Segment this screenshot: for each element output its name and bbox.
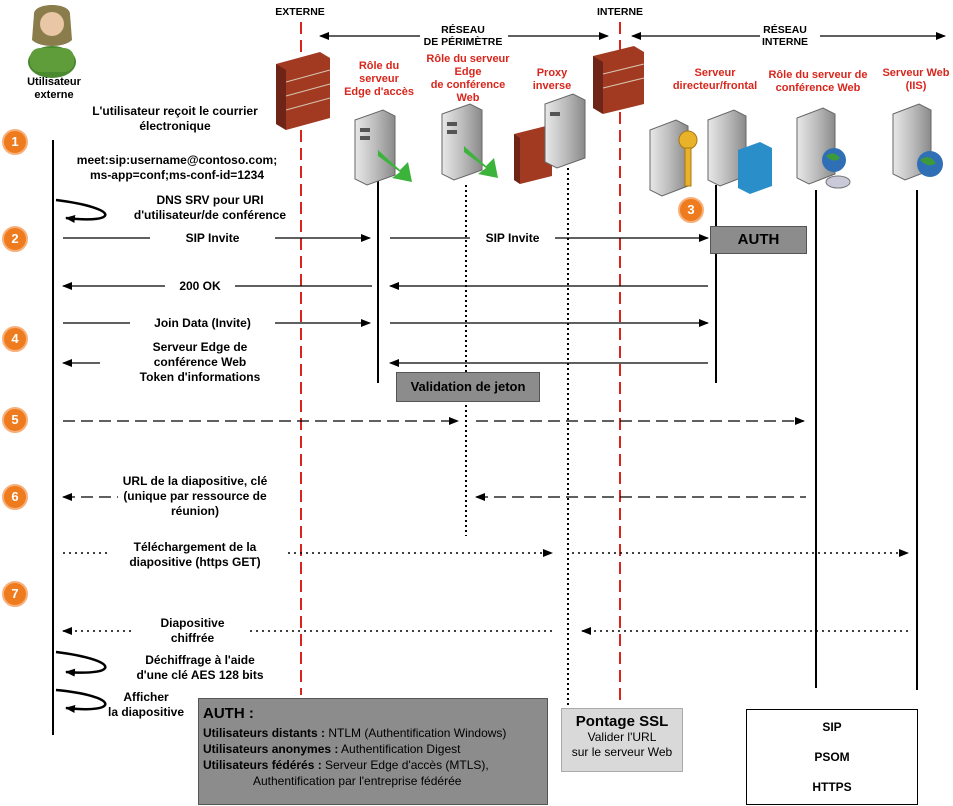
- key-icon: [678, 130, 698, 187]
- lifelines: [52, 140, 918, 735]
- psom-arrows: [62, 417, 806, 501]
- step-badge-7: 7: [2, 581, 28, 607]
- legend: SIP PSOM HTTPS: [746, 709, 918, 805]
- self-loops: [55, 198, 107, 713]
- step-badge-5: 5: [2, 407, 28, 433]
- step-badge-3: 3: [678, 197, 704, 223]
- firewall-icon: [276, 52, 331, 130]
- database-icon: [738, 142, 772, 194]
- ssl-line-2: sur le serveur Web: [571, 745, 673, 759]
- step-badge-1: 1: [2, 129, 28, 155]
- msg-sip-invite-1: SIP Invite: [185, 231, 240, 245]
- https-arrows: [62, 549, 909, 635]
- server-icon: [354, 109, 396, 186]
- msg-edge-token: Serveur Edge de conférence Web Token d'i…: [139, 340, 261, 384]
- server-icon: [649, 119, 689, 197]
- auth-panel-title: AUTH :: [203, 705, 254, 722]
- auth-row-anonymous: Utilisateurs anonymes : Authentification…: [203, 742, 461, 756]
- step-badge-6: 6: [2, 484, 28, 510]
- msg-slide-url: URL de la diapositive, clé (unique par r…: [122, 474, 268, 518]
- green-arrow-icon: [464, 146, 498, 178]
- msg-encrypted: Diapositive chiffrée: [160, 616, 225, 645]
- auth-row-federated: Utilisateurs fédérés : Serveur Edge d'ac…: [203, 758, 489, 772]
- globe-icon: [822, 148, 851, 189]
- legend-https: HTTPS: [812, 780, 852, 794]
- zone-externe: EXTERNE: [275, 6, 325, 18]
- sip-arrows: [62, 234, 709, 367]
- step-badge-2: 2: [2, 226, 28, 252]
- token-validation-box: Validation de jeton: [396, 372, 540, 402]
- msg-join-data: Join Data (Invite): [154, 316, 251, 330]
- zone-interne: INTERNE: [596, 6, 644, 18]
- actor-edge-web: Rôle du serveur Edge de conférence Web: [426, 53, 510, 104]
- actor-web-conf-role: Rôle du serveur de conférence Web: [768, 69, 868, 94]
- firewall-icon: [514, 126, 552, 184]
- server-icon: [796, 107, 836, 185]
- ssl-bridging-box: Pontage SSL Valider l'URL sur le serveur…: [561, 708, 683, 772]
- actor-director: Serveur directeur/frontal: [672, 67, 758, 92]
- actor-user: Utilisateur externe: [27, 76, 81, 101]
- msg-email-received: L'utilisateur reçoit le courrier électro…: [92, 104, 258, 133]
- actor-proxy: Proxy inverse: [532, 67, 572, 92]
- server-icon: [544, 93, 586, 169]
- step-badge-4: 4: [2, 326, 28, 352]
- user-avatar-icon: [28, 5, 76, 78]
- globe-icon: [917, 151, 943, 177]
- legend-sip: SIP: [822, 720, 842, 734]
- green-arrow-icon: [378, 150, 412, 182]
- actor-edge-access: Rôle du serveur Edge d'accès: [344, 60, 414, 98]
- zone-reseau-interne: RÉSEAU INTERNE: [761, 24, 809, 48]
- zone-reseau-perimetre: RÉSEAU DE PÉRIMÈTRE: [423, 24, 503, 48]
- firewall-icon: [593, 46, 645, 114]
- msg-200-ok: 200 OK: [179, 279, 221, 293]
- auth-panel: AUTH : Utilisateurs distants : NTLM (Aut…: [198, 698, 548, 805]
- msg-meet-uri: meet:sip:username@contoso.com; ms-app=co…: [76, 153, 278, 182]
- msg-download: Téléchargement de la diapositive (https …: [129, 540, 261, 569]
- actor-web-server: Serveur Web (IIS): [882, 67, 950, 92]
- ssl-title: Pontage SSL: [575, 713, 669, 730]
- auth-row-remote: Utilisateurs distants : NTLM (Authentifi…: [203, 726, 507, 740]
- ssl-line-1: Valider l'URL: [587, 730, 657, 744]
- msg-dns-srv: DNS SRV pour URI d'utilisateur/de confér…: [133, 193, 287, 222]
- auth-row-federated-cont: Authentification par l'entreprise fédéré…: [253, 774, 462, 788]
- legend-psom: PSOM: [814, 750, 850, 764]
- auth-box: AUTH: [710, 226, 807, 254]
- server-icon: [441, 103, 483, 181]
- msg-sip-invite-2: SIP Invite: [485, 231, 540, 245]
- msg-decrypt: Déchiffrage à l'aide d'une clé AES 128 b…: [136, 653, 264, 682]
- msg-display: Afficher la diapositive: [107, 690, 185, 719]
